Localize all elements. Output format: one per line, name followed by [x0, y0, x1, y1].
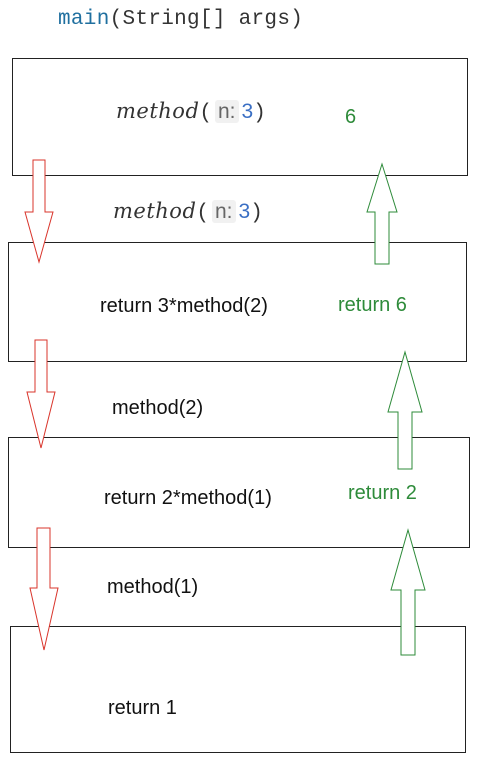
call-label-3: method(1): [107, 576, 199, 598]
frame-method-3-result: return 6: [338, 294, 407, 316]
call-label-1: method(n:3): [113, 199, 263, 225]
main-args: (String[] args): [109, 8, 304, 31]
frame-method-1-body: return 1: [108, 697, 177, 719]
frame-main-result: 6: [345, 106, 357, 128]
frame-main-call: method(n:3): [116, 99, 266, 125]
param-hint: n:: [215, 100, 239, 123]
frame-main: [12, 58, 468, 176]
main-keyword: main: [58, 8, 110, 31]
main-signature: main(String[] args): [58, 8, 303, 31]
frame-method-3-body: return 3*method(2): [100, 295, 268, 317]
frame-method-2-result: return 2: [348, 482, 417, 504]
frame-method-1: [10, 626, 466, 753]
param-hint: n:: [212, 200, 236, 223]
frame-method-2-body: return 2*method(1): [104, 487, 272, 509]
call-label-2: method(2): [112, 397, 204, 419]
